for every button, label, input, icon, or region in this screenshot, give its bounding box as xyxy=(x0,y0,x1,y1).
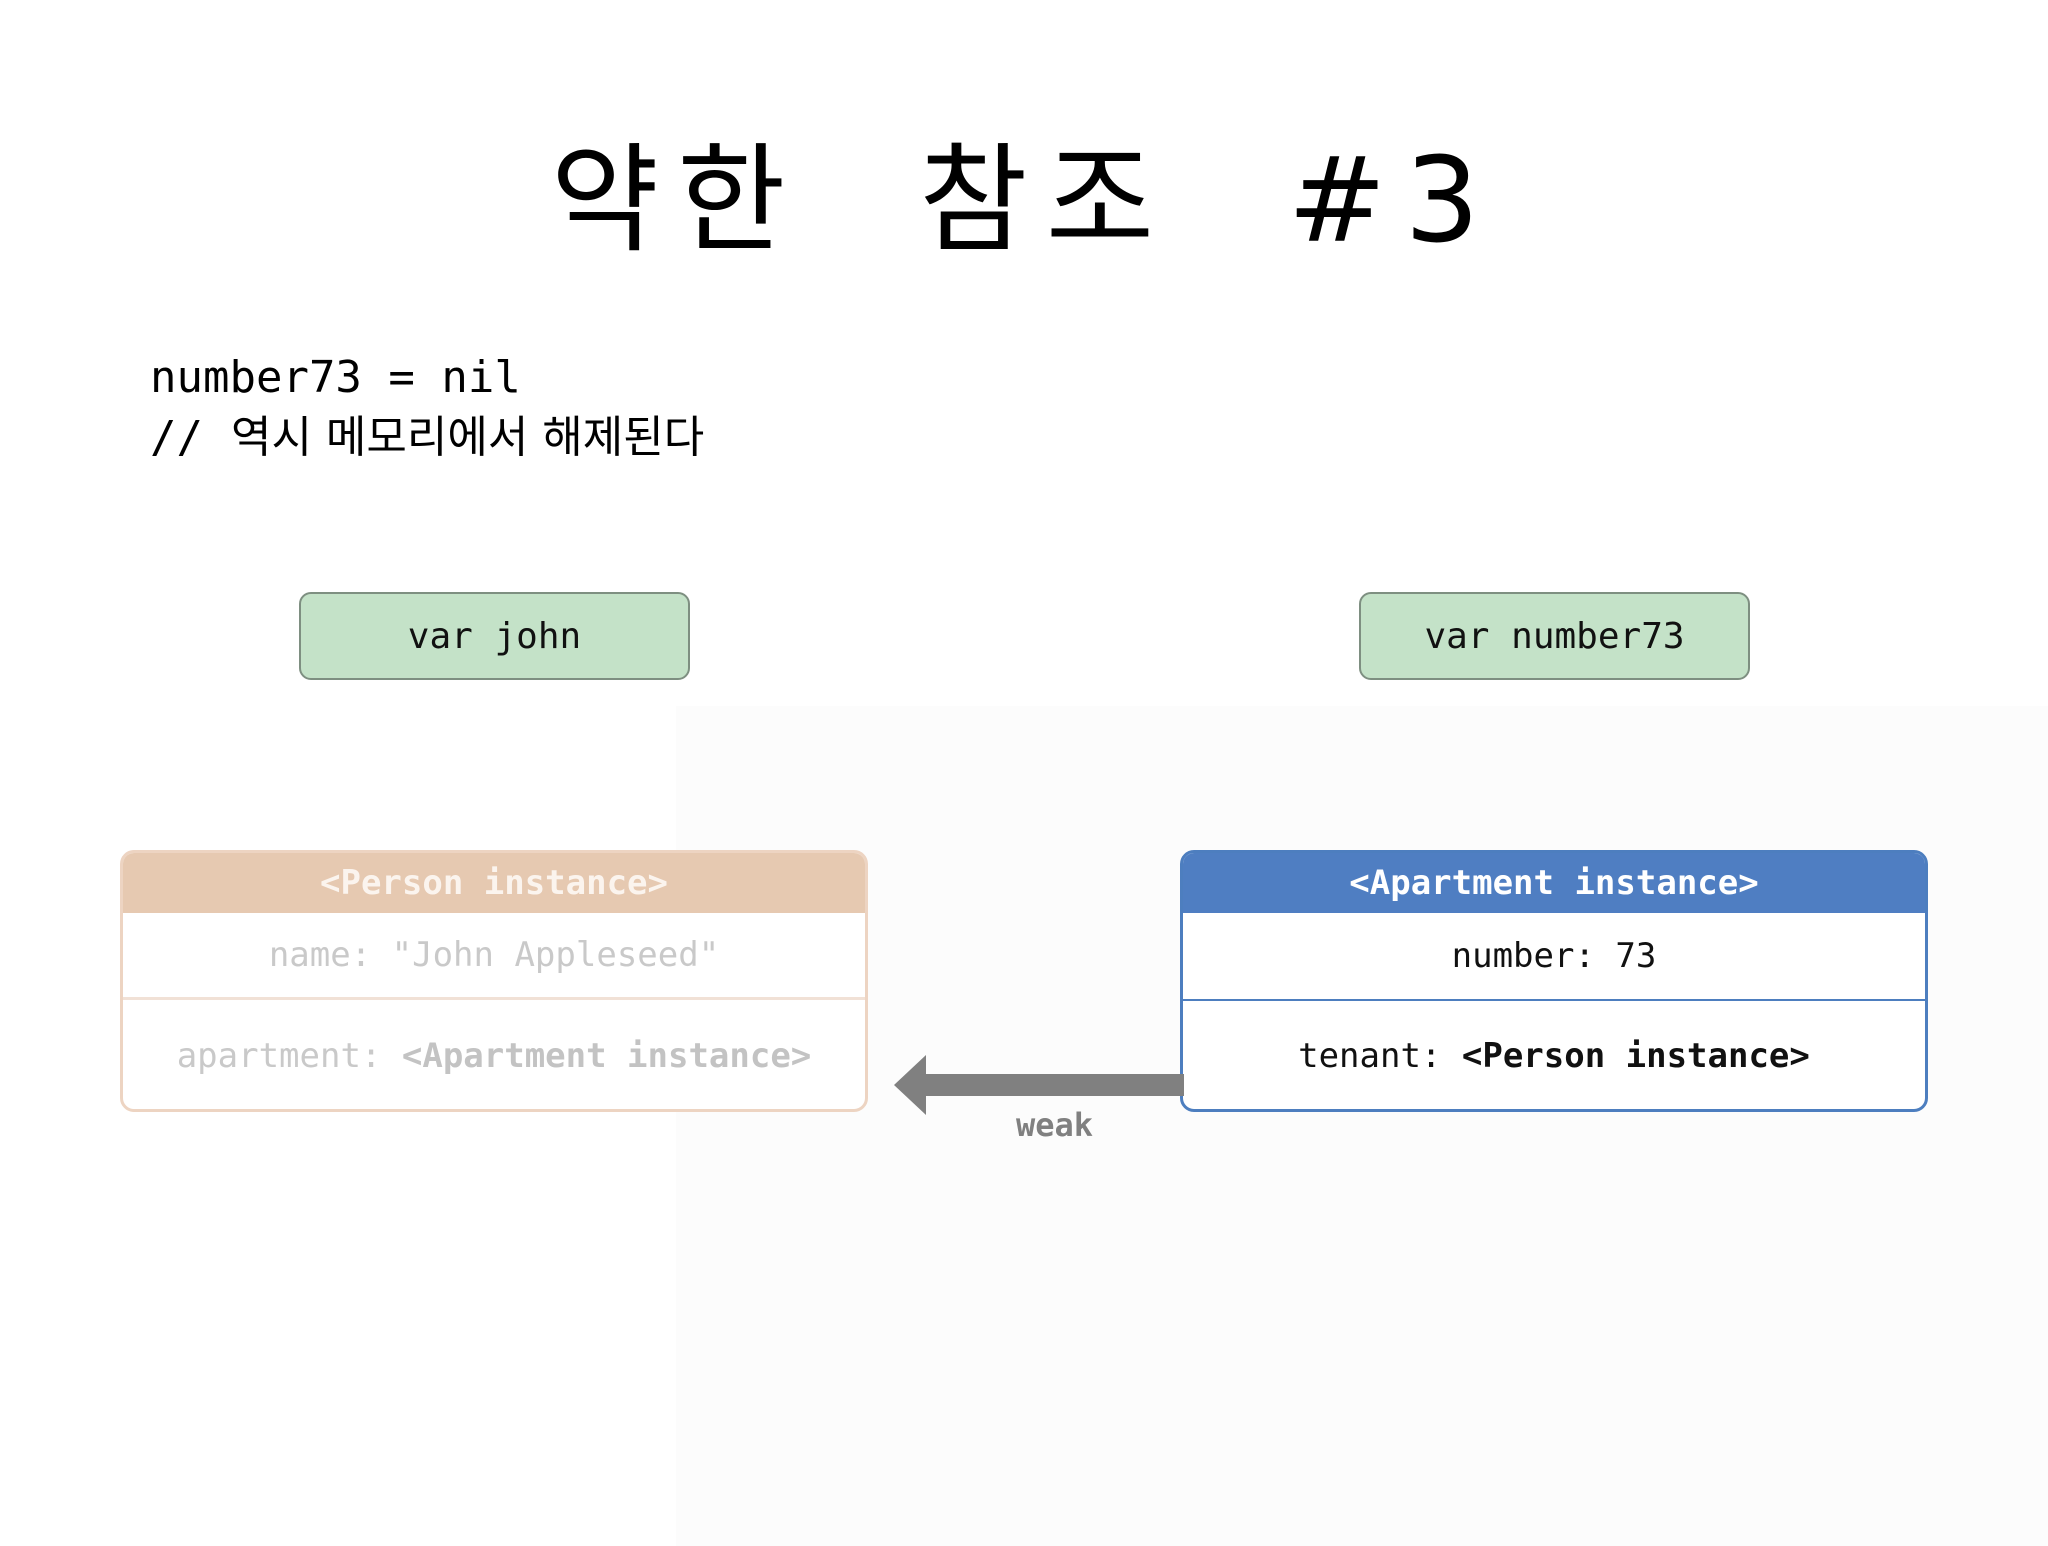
var-john-box: var john xyxy=(299,592,690,680)
diagram-background xyxy=(676,706,2048,1546)
apartment-tenant-label: tenant: xyxy=(1298,1036,1462,1076)
weak-reference-label: weak xyxy=(1016,1106,1094,1144)
var-number73-box: var number73 xyxy=(1359,592,1750,680)
person-apartment-value: <Apartment instance> xyxy=(401,1036,812,1076)
person-apartment-label: apartment: xyxy=(176,1036,402,1076)
apartment-tenant-value: <Person instance> xyxy=(1461,1036,1810,1076)
comment-slashes: // xyxy=(150,412,203,463)
var-number73-label: var number73 xyxy=(1424,615,1685,657)
apartment-instance-box: <Apartment instance> number: 73 tenant: … xyxy=(1180,850,1928,1112)
person-instance-header: <Person instance> xyxy=(123,853,865,913)
weak-reference-arrow xyxy=(894,1055,1184,1115)
person-apartment-row: apartment: <Apartment instance> xyxy=(123,1000,865,1109)
person-instance-box: <Person instance> name: "John Appleseed"… xyxy=(120,850,868,1112)
weak-arrow-shape xyxy=(894,1055,1184,1115)
code-line-comment: // 역시 메모리에서 해제된다 xyxy=(150,410,704,466)
person-name-row: name: "John Appleseed" xyxy=(123,913,865,1000)
apartment-tenant-row: tenant: <Person instance> xyxy=(1183,1001,1925,1109)
comment-text: 역시 메모리에서 해제된다 xyxy=(230,412,705,463)
code-line-assignment: number73 = nil xyxy=(150,352,521,403)
var-john-label: var john xyxy=(407,615,582,657)
apartment-instance-header: <Apartment instance> xyxy=(1183,853,1925,913)
apartment-number-row: number: 73 xyxy=(1183,913,1925,1001)
slide-title: 약한 참조 #3 xyxy=(550,131,1498,269)
